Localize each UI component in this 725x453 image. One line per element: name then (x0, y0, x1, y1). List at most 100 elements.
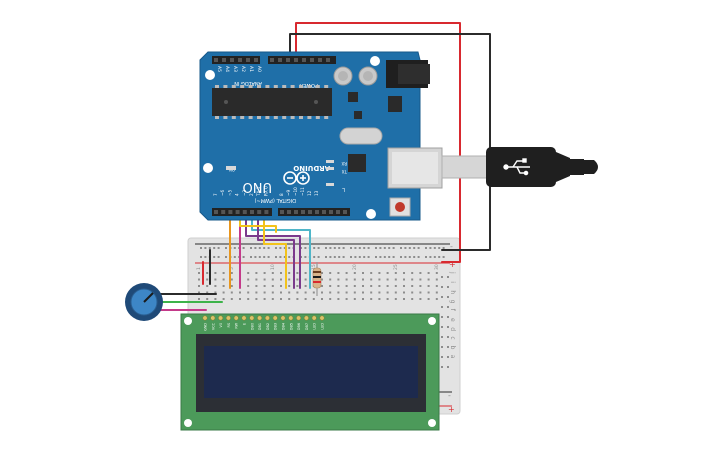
rail-hole (358, 247, 361, 249)
lcd-pin-label: DB6 (297, 323, 301, 330)
rail-hole (283, 247, 286, 249)
terminal-hole (447, 326, 449, 328)
terminal-hole (427, 285, 430, 287)
row-letter: b (449, 346, 456, 350)
rail-holes-top (200, 247, 445, 258)
terminal-hole (394, 285, 397, 287)
terminal-hole (362, 272, 364, 274)
lcd-mount-hole (428, 317, 436, 325)
terminal-hole (435, 291, 438, 294)
terminal-hole (280, 278, 282, 281)
rail-plus-label-bottom: + (448, 405, 455, 414)
terminal-hole (403, 291, 405, 294)
terminal-hole (214, 272, 217, 274)
rail-hole (288, 247, 291, 249)
terminal-hole (447, 366, 449, 368)
terminal-holes (198, 272, 449, 368)
row-letter: c (449, 336, 456, 339)
analog-in-label: ANALOG IN (234, 80, 262, 86)
row-letter: h (449, 290, 456, 294)
arduino-brand: ARDUINO (293, 164, 330, 172)
digital-pin-label: TX 1 (256, 186, 261, 197)
terminal-hole (362, 291, 364, 294)
rail-hole (433, 256, 436, 258)
terminal-hole (271, 272, 274, 274)
header-pin (343, 210, 347, 214)
chip-pin (257, 85, 261, 88)
terminal-hole (304, 278, 307, 281)
resistor-icon[interactable] (312, 262, 322, 296)
terminal-hole (206, 272, 209, 274)
terminal-hole (288, 298, 291, 300)
terminal-hole (441, 306, 443, 308)
rail-hole (317, 256, 320, 258)
rail-hole (375, 256, 377, 258)
header-pin (242, 210, 247, 214)
row-letter: i (449, 281, 456, 283)
reset-button-icon[interactable] (389, 197, 411, 217)
terminal-hole (255, 291, 258, 294)
terminal-hole (321, 285, 323, 287)
rail-hole (333, 256, 336, 258)
chip-pin (231, 116, 236, 119)
terminal-hole (214, 298, 217, 300)
terminal-hole (255, 278, 258, 281)
terminal-hole (353, 298, 356, 300)
column-number: 30 (434, 264, 440, 270)
terminal-hole (345, 285, 348, 287)
rail-hole (250, 256, 252, 258)
rail-hole (342, 247, 345, 249)
lcd-pin (264, 315, 270, 321)
rail-hole (417, 256, 420, 258)
lcd-pin (280, 315, 286, 321)
wire-gnd-black[interactable] (289, 33, 491, 251)
terminal-hole (247, 285, 250, 287)
arduino-model: UNO (243, 179, 272, 194)
terminal-hole (386, 285, 389, 287)
potentiometer-icon[interactable] (125, 283, 163, 321)
terminal-hole (271, 278, 274, 281)
chip-pin (290, 85, 295, 88)
lcd-pin (272, 315, 278, 321)
terminal-hole (280, 291, 282, 294)
terminal-hole (435, 298, 438, 300)
rail-hole (263, 247, 266, 249)
rail-hole (288, 256, 291, 258)
terminal-hole (394, 291, 397, 294)
terminal-hole (222, 278, 225, 281)
terminal-hole (222, 291, 225, 294)
terminal-hole (386, 278, 389, 281)
terminal-hole (247, 272, 250, 274)
terminal-hole (394, 298, 397, 300)
digital-pin-label: ~11 (300, 187, 305, 196)
terminal-hole (329, 272, 332, 274)
terminal-hole (329, 298, 332, 300)
terminal-hole (441, 316, 443, 318)
terminal-hole (362, 278, 364, 281)
lcd-pin-label: E (243, 323, 247, 325)
rail-hole (267, 256, 270, 258)
chip-pin (307, 85, 312, 88)
terminal-hole (419, 285, 422, 287)
rail-hole (342, 256, 345, 258)
terminal-hole (353, 278, 356, 281)
terminal-hole (304, 298, 307, 300)
chip-pin (257, 116, 261, 119)
row-letter: j (449, 271, 456, 274)
lcd-pin (210, 315, 216, 321)
terminal-hole (447, 286, 449, 288)
wire-purple-1[interactable] (245, 209, 301, 289)
rail-hole (392, 256, 395, 258)
terminal-hole (378, 285, 381, 287)
chip-pin (248, 85, 253, 88)
header-pin (214, 58, 218, 62)
lcd-pin-label: RW (235, 322, 239, 328)
terminal-hole (230, 278, 233, 281)
terminal-hole (441, 286, 443, 288)
header-pin (301, 210, 305, 214)
row-letter: a (449, 355, 456, 359)
analog-header (212, 56, 260, 64)
rx-label: RX (341, 161, 347, 166)
chip-pin (223, 85, 228, 88)
digital-pin-label: ~10 (293, 187, 298, 196)
